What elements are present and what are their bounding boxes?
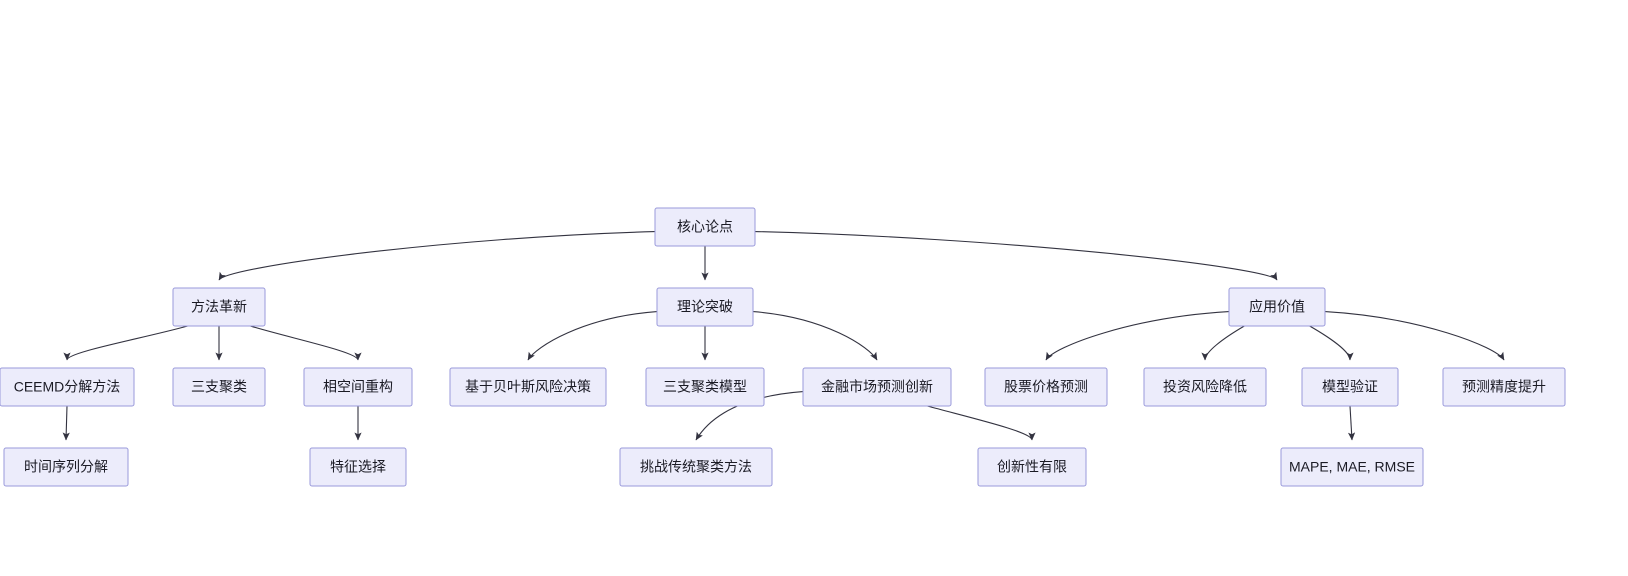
node-box-l3c2[interactable] bbox=[1143, 367, 1267, 407]
edge-l3b3-to-l4b1 bbox=[695, 391, 804, 441]
node-l3c2[interactable]: 投资风险降低 bbox=[1143, 367, 1267, 407]
node-label-l3a2: 三支聚类 bbox=[191, 379, 247, 395]
node-l3c1[interactable]: 股票价格预测 bbox=[984, 367, 1108, 407]
node-box-l2c[interactable] bbox=[1228, 287, 1326, 327]
node-label-l3a1: CEEMD分解方法 bbox=[14, 379, 121, 395]
node-box-l3a1[interactable] bbox=[0, 367, 135, 407]
node-label-l4b2: 创新性有限 bbox=[997, 459, 1067, 475]
node-l3b1[interactable]: 基于贝叶斯风险决策 bbox=[449, 367, 607, 407]
node-l3b3[interactable]: 金融市场预测创新 bbox=[802, 367, 952, 407]
edge-l2a-to-l3a1 bbox=[63, 325, 188, 361]
node-box-l2a[interactable] bbox=[172, 287, 266, 327]
node-label-l2b: 理论突破 bbox=[677, 299, 733, 315]
edge-l2c-to-l3c4 bbox=[1324, 311, 1505, 361]
edge-l2b-to-l3b3 bbox=[752, 311, 878, 361]
node-l3b2[interactable]: 三支聚类模型 bbox=[645, 367, 765, 407]
node-box-l3c1[interactable] bbox=[984, 367, 1108, 407]
node-box-l3b1[interactable] bbox=[449, 367, 607, 407]
node-label-l2a: 方法革新 bbox=[191, 299, 247, 315]
node-box-l4c1[interactable] bbox=[1280, 447, 1424, 487]
node-l3a2[interactable]: 三支聚类 bbox=[172, 367, 266, 407]
edge-l2c-to-l3c2 bbox=[1201, 325, 1245, 361]
edge-l2a-to-l3a3 bbox=[250, 325, 362, 361]
node-label-l4c1: MAPE, MAE, RMSE bbox=[1289, 459, 1415, 475]
node-box-l3c4[interactable] bbox=[1442, 367, 1566, 407]
node-box-l4a1[interactable] bbox=[3, 447, 129, 487]
node-label-l3b3: 金融市场预测创新 bbox=[821, 379, 933, 395]
node-label-l4a3: 特征选择 bbox=[330, 459, 386, 475]
edge-root-to-l2c bbox=[754, 231, 1278, 281]
edge-l3b3-to-l4b2 bbox=[927, 405, 1036, 441]
edge-l2c-to-l3c1 bbox=[1045, 311, 1230, 361]
node-label-l3b2: 三支聚类模型 bbox=[663, 379, 747, 395]
node-l4b1[interactable]: 挑战传统聚类方法 bbox=[619, 447, 773, 487]
node-box-l4b1[interactable] bbox=[619, 447, 773, 487]
node-box-l3c3[interactable] bbox=[1301, 367, 1399, 407]
node-l3a1[interactable]: CEEMD分解方法 bbox=[0, 367, 135, 407]
node-l4c1[interactable]: MAPE, MAE, RMSE bbox=[1280, 447, 1424, 487]
node-l4a3[interactable]: 特征选择 bbox=[309, 447, 407, 487]
edges-layer bbox=[62, 231, 1505, 441]
node-l3c4[interactable]: 预测精度提升 bbox=[1442, 367, 1566, 407]
node-label-l3c4: 预测精度提升 bbox=[1462, 379, 1546, 395]
node-label-l3c2: 投资风险降低 bbox=[1163, 379, 1247, 395]
node-box-l3a2[interactable] bbox=[172, 367, 266, 407]
edge-l3a1-to-l4a1 bbox=[62, 405, 70, 441]
node-box-l3b3[interactable] bbox=[802, 367, 952, 407]
node-l3c3[interactable]: 模型验证 bbox=[1301, 367, 1399, 407]
node-l2c[interactable]: 应用价值 bbox=[1228, 287, 1326, 327]
node-root[interactable]: 核心论点 bbox=[654, 207, 756, 247]
node-label-l4b1: 挑战传统聚类方法 bbox=[640, 459, 752, 475]
node-label-l3c3: 模型验证 bbox=[1322, 379, 1378, 395]
node-l4a1[interactable]: 时间序列分解 bbox=[3, 447, 129, 487]
node-label-l3b1: 基于贝叶斯风险决策 bbox=[465, 379, 591, 395]
edge-l2c-to-l3c3 bbox=[1309, 325, 1354, 361]
node-label-l3a3: 相空间重构 bbox=[323, 379, 393, 395]
node-label-l2c: 应用价值 bbox=[1249, 299, 1305, 315]
node-l4b2[interactable]: 创新性有限 bbox=[977, 447, 1087, 487]
node-label-l3c1: 股票价格预测 bbox=[1004, 379, 1088, 395]
edge-l3c3-to-l4c1 bbox=[1347, 405, 1356, 441]
edge-l2b-to-l3b1 bbox=[527, 311, 658, 361]
node-box-l3a3[interactable] bbox=[303, 367, 413, 407]
node-l2a[interactable]: 方法革新 bbox=[172, 287, 266, 327]
node-l2b[interactable]: 理论突破 bbox=[656, 287, 754, 327]
node-box-l2b[interactable] bbox=[656, 287, 754, 327]
node-box-root[interactable] bbox=[654, 207, 756, 247]
node-box-l4a3[interactable] bbox=[309, 447, 407, 487]
node-l3a3[interactable]: 相空间重构 bbox=[303, 367, 413, 407]
node-box-l3b2[interactable] bbox=[645, 367, 765, 407]
node-label-l4a1: 时间序列分解 bbox=[24, 459, 108, 475]
node-label-root: 核心论点 bbox=[677, 219, 733, 235]
edge-root-to-l2a bbox=[218, 231, 656, 281]
node-box-l4b2[interactable] bbox=[977, 447, 1087, 487]
